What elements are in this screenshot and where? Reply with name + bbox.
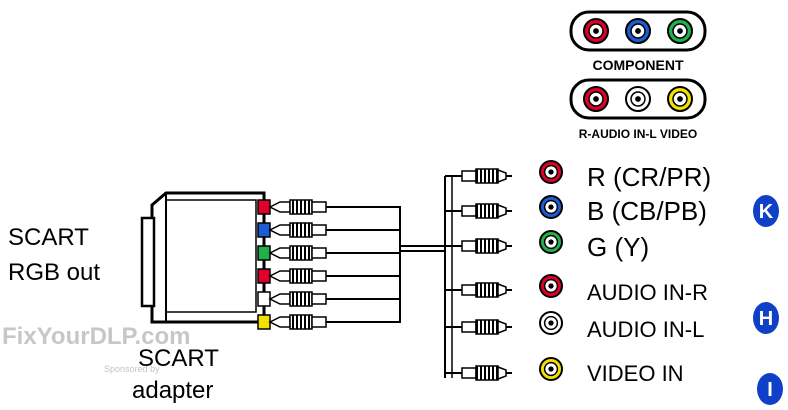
scart-adapter-label-line1: SCART — [138, 345, 219, 372]
badge-letter: H — [759, 308, 773, 330]
audio-video-panel: R-AUDIO IN-L VIDEO — [569, 78, 707, 141]
component-jack — [667, 18, 693, 44]
adapter-plug — [257, 222, 400, 238]
component-panel: COMPONENT — [569, 10, 707, 73]
connection-label: AUDIO IN-L — [587, 317, 704, 342]
audio-video-jack — [625, 86, 651, 112]
connection-label: G (Y) — [587, 232, 649, 262]
adapter-plug — [257, 291, 400, 307]
audio-video-jack — [667, 86, 693, 112]
adapter-plug-group — [257, 199, 400, 330]
scart-rgb-label-line1: SCART — [8, 224, 89, 251]
rca-plug — [461, 365, 512, 381]
adapter-plug — [257, 314, 400, 330]
component-jack — [625, 18, 651, 44]
rca-plug — [461, 203, 512, 219]
badge-h: H — [753, 302, 779, 334]
input-jack — [539, 274, 563, 298]
connection-label: R (CR/PR) — [587, 162, 711, 192]
connection-label: VIDEO IN — [587, 361, 684, 386]
input-jack — [539, 230, 563, 254]
watermark-sub: Sponsored by — [104, 364, 160, 374]
rca-plug — [461, 282, 512, 298]
badge-letter: I — [767, 379, 773, 401]
audio-video-panel-title: R-AUDIO IN-L VIDEO — [579, 127, 697, 141]
adapter-plug — [257, 268, 400, 284]
input-jack — [539, 160, 563, 184]
input-jack — [539, 195, 563, 219]
input-jack-group — [539, 160, 563, 381]
component-jack — [583, 18, 609, 44]
badge-i: I — [757, 373, 783, 405]
rca-plug-group — [445, 168, 512, 381]
adapter-plug — [257, 245, 400, 261]
badge-k: K — [753, 195, 779, 227]
connection-label: AUDIO IN-R — [587, 280, 708, 305]
audio-video-jack — [583, 86, 609, 112]
input-jack — [539, 357, 563, 381]
badge-letter: K — [759, 201, 774, 223]
cable-trunk — [370, 176, 453, 378]
rca-plug — [461, 319, 512, 335]
rca-plug — [461, 238, 512, 254]
rca-plug — [461, 168, 512, 184]
watermark-text: FixYourDLP.com — [2, 323, 190, 350]
component-panel-title: COMPONENT — [593, 57, 684, 73]
input-jack — [539, 311, 563, 335]
scart-adapter — [140, 191, 266, 324]
scart-adapter-label-line2: adapter — [132, 377, 213, 404]
scart-rgb-label-line2: RGB out — [8, 259, 100, 286]
connection-label: B (CB/PB) — [587, 196, 707, 226]
